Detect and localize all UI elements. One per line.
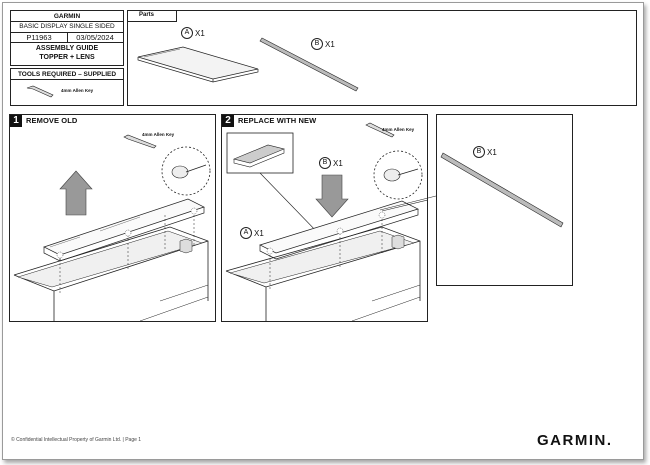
step-1-illustration (13, 134, 211, 321)
step-2-panel: 2 REPLACE WITH NEW 4mm Allen Key B X1 A (221, 114, 428, 322)
title-date: 03/05/2024 (76, 33, 114, 42)
title-block: GARMIN BASIC DISPLAY SINGLE SIDED P11963… (10, 10, 124, 66)
parts-heading: Parts (139, 12, 155, 18)
step-2-number: 2 (222, 115, 234, 127)
tools-allen-key-label: 4mm Allen Key (61, 88, 94, 93)
parts-block: Parts A X1 B X1 (127, 10, 637, 106)
allen-key-icon (26, 85, 54, 98)
step-2-part-a-letter: A (240, 227, 252, 239)
title-part-number: P11963 (26, 33, 52, 42)
step-1-title: REMOVE OLD (26, 116, 78, 125)
step-2-part-b-callout: B X1 (319, 157, 343, 169)
step-2-part-a-callout: A X1 (240, 227, 264, 239)
part-b-lens-icon (259, 37, 359, 92)
step-2-part-a-qty: X1 (254, 228, 264, 238)
tools-block: TOOLS REQUIRED – SUPPLIED 4mm Allen Key (10, 68, 124, 106)
title-guide: ASSEMBLY GUIDE (35, 45, 99, 52)
title-subtitle: TOPPER + LENS (39, 54, 95, 61)
step-2-illustration (225, 122, 427, 321)
step-2-tool-label: 4mm Allen Key (382, 127, 415, 132)
step-1-tool-label: 4mm Allen Key (142, 132, 175, 137)
part-b-qty: X1 (325, 39, 335, 49)
step-2-part-b-letter: B (319, 157, 331, 169)
step-1-number: 1 (10, 115, 22, 127)
part-a-callout: A X1 (181, 27, 205, 39)
garmin-logo: GARMIN. (537, 432, 613, 449)
tools-heading: TOOLS REQUIRED – SUPPLIED (17, 71, 117, 78)
parts-illustration (137, 37, 359, 92)
lens-detail-panel: B X1 (436, 114, 573, 286)
title-product: BASIC DISPLAY SINGLE SIDED (19, 23, 115, 30)
footer-confidential: © Confidential Intellectual Property of … (11, 437, 142, 443)
lens-detail-illustration (437, 152, 564, 228)
part-a-topper-icon (137, 46, 259, 83)
step-2-part-b-qty: X1 (333, 158, 343, 168)
step-2-title: REPLACE WITH NEW (238, 116, 317, 125)
part-a-qty: X1 (195, 28, 205, 38)
part-a-letter: A (181, 27, 193, 39)
detail-part-b-letter: B (473, 146, 485, 158)
detail-part-b-callout: B X1 (473, 146, 497, 158)
part-b-letter: B (311, 38, 323, 50)
part-b-callout: B X1 (311, 38, 335, 50)
step-1-panel: 1 REMOVE OLD 4mm Allen Key (9, 114, 216, 322)
detail-part-b-qty: X1 (487, 147, 497, 157)
title-brand: GARMIN (53, 13, 81, 20)
